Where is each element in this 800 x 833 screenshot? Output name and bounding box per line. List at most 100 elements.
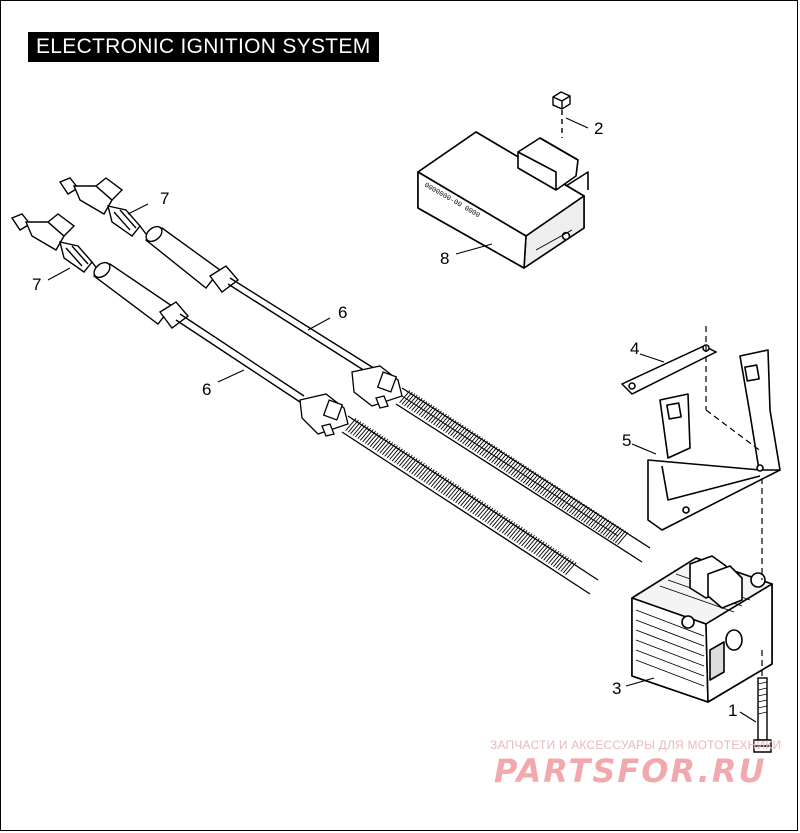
spring-coil: [357, 426, 369, 439]
spring-coil: [425, 407, 438, 421]
spring-coil: [513, 464, 525, 478]
spring-coil: [428, 409, 440, 422]
spring-coil: [467, 498, 479, 511]
spring-coil: [430, 410, 442, 424]
spring-coil: [522, 470, 534, 484]
spring-coil: [534, 478, 547, 492]
spring-coil: [610, 527, 622, 541]
spring-coil: [394, 450, 406, 463]
spring-coil: [438, 478, 450, 492]
spring-coil: [403, 456, 416, 470]
spring-coil: [600, 521, 612, 534]
spring-coil: [459, 429, 471, 443]
spring-coil: [542, 483, 554, 497]
spring-coil: [450, 486, 462, 500]
spring-coil: [583, 510, 595, 523]
spring-coil: [509, 525, 521, 539]
cable-springs: [345, 390, 629, 575]
spring-coil: [535, 542, 548, 556]
spring-coil: [551, 489, 563, 503]
spring-coil: [374, 437, 386, 451]
mounting-strap: [620, 344, 718, 395]
plug-cable-upper-spring: [401, 395, 619, 537]
spring-coil: [481, 443, 493, 457]
spring-coil: [352, 422, 364, 436]
spring-coil: [457, 491, 469, 505]
spring-coil: [525, 472, 537, 485]
spring-coil: [445, 420, 457, 433]
spring-coil: [561, 495, 573, 509]
spring-coil: [489, 512, 501, 526]
spring-coil: [465, 496, 477, 510]
spring-coil: [479, 442, 491, 456]
spring-coil: [493, 451, 505, 465]
spring-coil: [508, 461, 520, 474]
spring-coil: [355, 424, 367, 438]
plug-cable-lower: [92, 261, 305, 403]
spring-coil: [442, 418, 454, 432]
spring-coil: [435, 477, 447, 491]
ignition-coil: [631, 555, 773, 703]
callout-2: 2: [594, 119, 603, 138]
spring-coil: [494, 515, 506, 529]
spring-coil: [505, 459, 517, 473]
spring-coil: [585, 511, 597, 525]
spring-coil: [540, 546, 552, 559]
spring-coil: [548, 550, 560, 564]
spring-coil: [408, 396, 421, 410]
spring-coil: [467, 434, 479, 448]
spring-coil: [518, 531, 530, 545]
spring-coil: [384, 443, 396, 457]
spring-coil: [401, 391, 413, 405]
watermark-logo: PARTSFOR.RU: [494, 752, 767, 790]
spring-coil: [491, 514, 504, 527]
spring-coil: [484, 509, 496, 523]
spring-coil: [443, 482, 455, 495]
spring-coil: [450, 423, 462, 437]
spring-coil: [553, 554, 565, 567]
plug-cable-upper-boot: [351, 365, 651, 563]
callout-6-lower: 6: [202, 380, 211, 399]
spring-coil: [413, 399, 425, 413]
spring-coil: [486, 446, 498, 460]
callout-8: 8: [440, 249, 449, 268]
spring-coil: [455, 490, 467, 503]
spring-coil: [435, 413, 447, 427]
leader-lines: [47, 117, 757, 723]
spring-coil: [399, 390, 411, 403]
alignment-line-middle: [705, 409, 763, 453]
callout-4: 4: [630, 339, 639, 358]
spring-coil: [571, 502, 583, 515]
spring-coil: [556, 492, 568, 506]
spring-coil: [528, 538, 540, 551]
callout-7-lower: 7: [32, 275, 41, 294]
mounting-bolt: [753, 677, 772, 753]
spring-coil: [347, 419, 359, 433]
spring-coil: [471, 437, 484, 451]
spring-coil: [423, 469, 435, 483]
spring-coil: [406, 458, 418, 471]
spring-coil: [593, 516, 605, 530]
callout-7-upper: 7: [160, 189, 169, 208]
spring-coil: [462, 431, 474, 444]
spring-coil: [573, 503, 585, 517]
spring-coil: [477, 504, 489, 518]
spring-coil: [413, 462, 425, 476]
spring-coil: [345, 418, 357, 431]
spring-coil: [504, 522, 516, 535]
spring-coil: [544, 484, 556, 498]
spring-coil: [396, 451, 408, 465]
spring-coil: [367, 432, 379, 446]
spring-coil: [452, 424, 464, 438]
spring-coil: [532, 476, 544, 490]
spring-coil: [488, 448, 501, 462]
spring-coil: [479, 506, 491, 519]
spring-coil: [550, 552, 562, 566]
spring-coil: [498, 454, 510, 468]
spring-coil: [531, 539, 543, 553]
spring-coil: [562, 560, 574, 574]
spring-coil: [555, 555, 567, 569]
spring-coil: [454, 426, 467, 440]
spring-coil: [513, 528, 526, 542]
